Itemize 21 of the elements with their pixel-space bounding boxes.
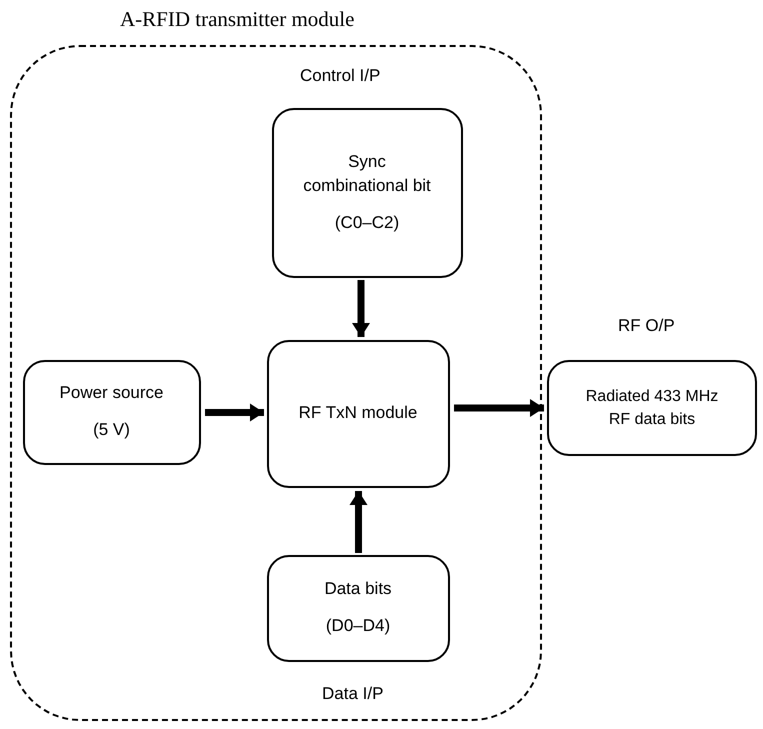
- block-text: Sync combinational bit: [302, 150, 432, 198]
- arrow: [350, 491, 368, 553]
- arrow: [205, 404, 264, 422]
- block-text: Radiated 433 MHz RF data bits: [584, 386, 720, 430]
- block-text: Data bits: [324, 578, 392, 600]
- block-box: [22, 360, 200, 464]
- port-label: Control I/P: [300, 66, 380, 86]
- block-text: (C0–C2): [334, 212, 400, 234]
- block-text: (5 V): [93, 419, 130, 441]
- block-box: [266, 340, 450, 488]
- port-label: RF O/P: [618, 316, 675, 336]
- block-box: [266, 554, 450, 662]
- block-text: RF TxN module: [298, 402, 418, 424]
- block-box: [272, 108, 462, 278]
- block-text: Power source: [60, 382, 164, 404]
- port-label: Data I/P: [322, 684, 384, 704]
- block-box: [547, 360, 757, 456]
- arrow: [454, 399, 544, 417]
- block-text: (D0–D4): [326, 615, 390, 637]
- module-title: A-RFID transmitter module: [120, 7, 354, 32]
- arrow: [352, 280, 370, 337]
